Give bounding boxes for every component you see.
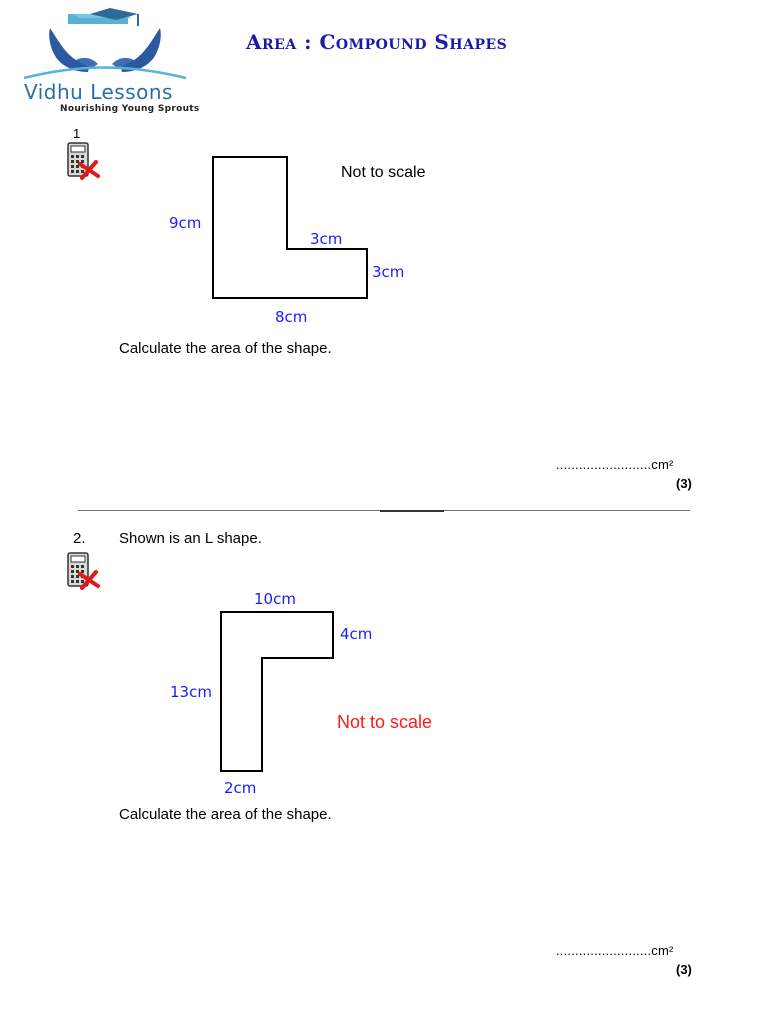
l-shape-diagram-2 (220, 611, 334, 772)
no-calculator-icon (67, 142, 100, 180)
not-to-scale-note-1: Not to scale (341, 164, 426, 181)
label-step-right-1: 3cm (372, 263, 405, 281)
brand-tagline: Nourishing Young Sprouts (60, 104, 200, 114)
label-top-2: 10cm (254, 590, 296, 608)
l-shape-diagram-1 (212, 156, 368, 299)
answer-line-2[interactable]: .........................cm² (556, 943, 674, 958)
cap-band (68, 14, 128, 24)
label-step-top-1: 3cm (310, 230, 343, 248)
label-left-1: 9cm (169, 214, 202, 232)
no-calculator-icon (67, 552, 100, 590)
marks-2: (3) (676, 962, 692, 977)
section-divider-accent (380, 510, 444, 512)
question-2-instruction: Calculate the area of the shape. (119, 806, 332, 823)
label-bottom-1: 8cm (275, 308, 308, 326)
question-2-intro: Shown is an L shape. (119, 530, 262, 547)
question-1-instruction: Calculate the area of the shape. (119, 340, 332, 357)
label-left-2: 13cm (170, 683, 212, 701)
label-bottom-2: 2cm (224, 779, 257, 797)
answer-line-1[interactable]: .........................cm² (556, 457, 674, 472)
page-title: Area : Compound Shapes (246, 30, 508, 54)
marks-1: (3) (676, 476, 692, 491)
question-1-number: 1 (73, 126, 81, 141)
label-right-2: 4cm (340, 625, 373, 643)
brand-name: Vidhu Lessons (24, 80, 173, 104)
not-to-scale-note-2: Not to scale (337, 712, 433, 732)
vidhu-lessons-logo (23, 8, 187, 80)
question-2-number: 2. (73, 530, 86, 547)
